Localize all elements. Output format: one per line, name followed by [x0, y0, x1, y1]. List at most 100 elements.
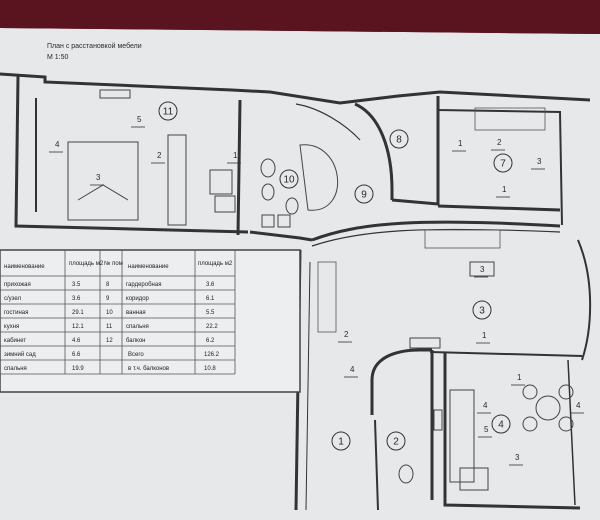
room-circle: [472, 300, 492, 320]
room-circle: [491, 414, 511, 434]
room-circle: [389, 129, 409, 149]
room-circle-label: 8: [396, 135, 402, 146]
table-cell-area: 6.6: [72, 352, 81, 358]
view-marker: 4: [350, 365, 355, 374]
closet-7: [474, 107, 546, 131]
table-grid: [0, 250, 236, 375]
living-storage: [424, 229, 501, 249]
corridor-arc: [295, 103, 361, 141]
balcony-label: в т.ч. балконов: [128, 366, 169, 372]
view-marker: 3: [515, 453, 520, 462]
room-circle-label: 4: [498, 420, 504, 431]
view-marker: 3: [96, 173, 101, 182]
table-cell-area: 3.5: [72, 282, 81, 288]
view-marker: 1: [233, 151, 238, 160]
table-cell-num: 12: [106, 338, 113, 344]
table-cell-area: 5.5: [206, 310, 215, 316]
kitchen-furniture: [449, 384, 574, 491]
table-cell-area: 3.6: [72, 296, 81, 302]
table-cell-area: 3.6: [206, 282, 215, 288]
view-marker: 3: [480, 265, 485, 274]
side-table: [214, 195, 236, 213]
chair-2: [558, 384, 574, 400]
room-circle-label: 3: [479, 306, 485, 317]
wardrobe-walls: [391, 96, 440, 206]
table-cell-area: 19.9: [72, 366, 84, 372]
chair-1: [522, 384, 538, 400]
desk: [99, 89, 131, 99]
table-cell-area: 4.6: [72, 338, 81, 344]
table-cell-name: прихожая: [4, 282, 31, 288]
bedroom-7-closet: [317, 107, 546, 333]
balcony-value: 10.8: [204, 366, 216, 372]
bath-south-wall: [249, 230, 313, 242]
cabinet-a: [261, 214, 275, 228]
living-west-wall-inner: [305, 261, 311, 511]
wardrobe-11: [167, 134, 187, 226]
dining-table: [535, 395, 561, 421]
view-marker: 4: [483, 401, 488, 410]
table-cell-area: 29.1: [72, 310, 84, 316]
bedroom-bath-wall: [236, 99, 242, 236]
header-area-left: площадь м2: [69, 261, 104, 267]
table-cell-name: гардеробная: [126, 282, 161, 288]
living-north-wall-inner: [311, 228, 561, 247]
view-marker: 2: [344, 330, 349, 339]
bedroom7-walls: [437, 96, 563, 226]
room-circle-label: 1: [338, 437, 344, 448]
view-marker: 4: [576, 401, 581, 410]
table-cell-area: 12.1: [72, 324, 84, 330]
room-circle-label: 11: [163, 107, 174, 118]
table-cell-name: кабинет: [4, 338, 26, 344]
bathroom-2-fixtures: [398, 409, 443, 484]
room-circle: [354, 184, 374, 204]
kitchen-east-wall: [567, 359, 576, 506]
table-cell-name: спальня: [4, 366, 27, 372]
north-wall: [0, 72, 591, 105]
room-circle-label: 9: [361, 190, 367, 201]
bed: [67, 141, 139, 221]
fireplace: [409, 337, 441, 349]
kitchen-counter: [449, 389, 475, 483]
table-cell-name: зимний сад: [4, 351, 36, 358]
shelf-2: [433, 409, 443, 431]
room-circle: [158, 101, 178, 121]
room-circle: [493, 153, 513, 173]
table-cell-name: спальня: [126, 324, 149, 330]
armchair: [209, 169, 233, 195]
view-marker: 2: [157, 151, 162, 160]
bathtub: [299, 144, 339, 211]
room-circle: [279, 169, 299, 189]
background-fabric: [0, 0, 600, 34]
view-marker: 1: [458, 139, 463, 148]
room-circle: [331, 431, 351, 451]
stove: [459, 467, 489, 491]
living-bay-window: [577, 239, 592, 361]
view-marker: 5: [484, 425, 489, 434]
total-label: Всего: [128, 352, 144, 358]
entry-curved-wall: [370, 348, 432, 415]
view-marker: 2: [497, 138, 502, 147]
view-marker: 1: [517, 373, 522, 382]
view-marker: 1: [502, 185, 507, 194]
table-frame: [0, 249, 301, 393]
kitchen-walls: [443, 352, 581, 510]
bedroom7-south-wall: [437, 204, 561, 212]
chair-4: [558, 416, 574, 432]
toilet: [261, 183, 275, 201]
chair-3: [522, 416, 538, 432]
entry-bath-wall: [374, 419, 379, 511]
table-cell-name: коридор: [126, 296, 150, 302]
table-cell-name: ванная: [126, 310, 146, 316]
table-cell-name: кухня: [4, 324, 19, 330]
sheet-scale: М 1:50: [47, 54, 69, 61]
table-cell-num: 9: [106, 296, 110, 302]
header-area-right: площадь м2: [198, 261, 233, 267]
table-cell-num: 10: [106, 310, 113, 316]
room-circle-label: 7: [500, 159, 506, 170]
